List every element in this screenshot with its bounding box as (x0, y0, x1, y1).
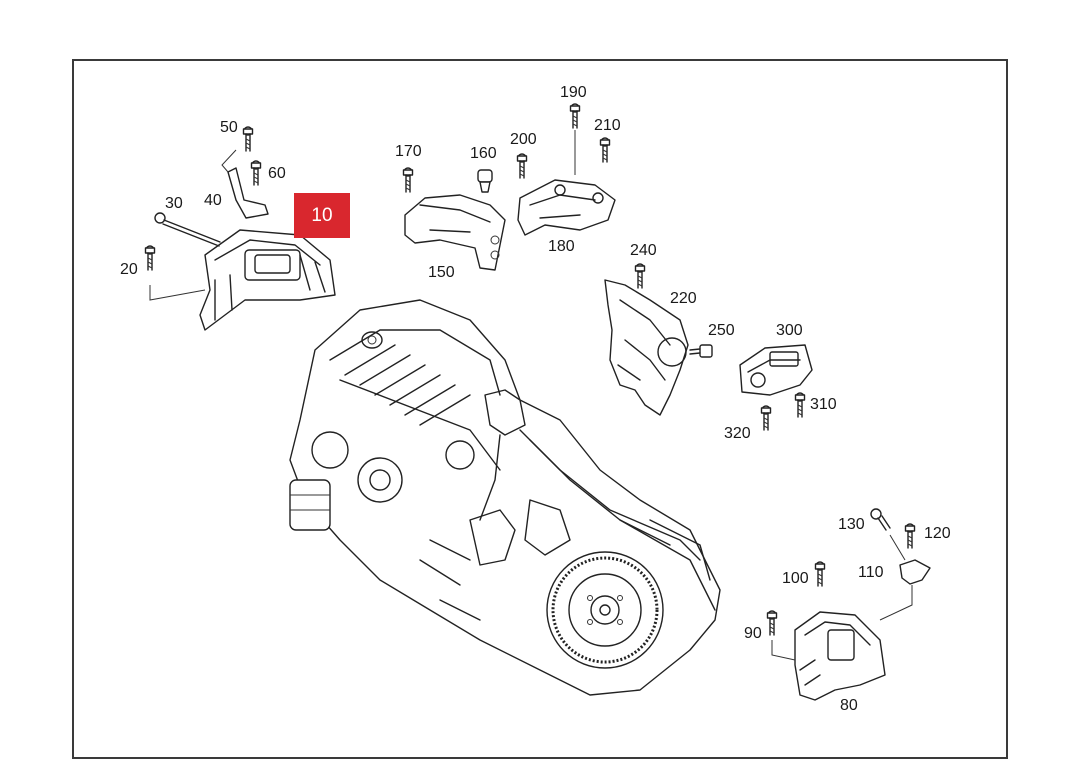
part-label-160: 160 (470, 145, 497, 162)
part-label-180: 180 (548, 238, 575, 255)
bolt-icon (634, 263, 646, 289)
part-label-100: 100 (782, 570, 809, 587)
bolt-icon (144, 245, 156, 271)
highlight-label: 10 (311, 205, 332, 226)
bolt-icon (760, 405, 772, 431)
engine-block-icon (289, 299, 721, 696)
part-label-60: 60 (268, 165, 286, 182)
bolt-icon (516, 153, 528, 179)
bolt-icon (766, 610, 778, 636)
bolt-icon (569, 103, 581, 129)
part-label-110: 110 (858, 564, 884, 581)
bracket-icon (517, 179, 616, 236)
part-label-220: 220 (670, 290, 697, 307)
engine-mount-icon (739, 344, 813, 396)
part-label-240: 240 (630, 242, 657, 259)
bracket-icon (604, 279, 689, 416)
bolt-icon (904, 523, 916, 549)
part-label-300: 300 (776, 322, 803, 339)
part-label-170: 170 (395, 143, 422, 160)
part-label-150: 150 (428, 264, 455, 281)
engine-mount-icon (199, 167, 336, 331)
part-label-320: 320 (724, 425, 751, 442)
engine-mount-icon (794, 559, 931, 701)
part-label-20: 20 (120, 261, 138, 278)
part-label-130: 130 (838, 516, 865, 533)
bolt-icon (154, 212, 221, 247)
part-label-200: 200 (510, 131, 537, 148)
bolt-icon (794, 392, 806, 418)
bolt-icon (242, 126, 254, 152)
bolt-icon (477, 169, 493, 193)
highlight-callout (294, 193, 350, 238)
part-label-120: 120 (924, 525, 951, 542)
bracket-icon (404, 194, 506, 271)
bolt-icon (599, 137, 611, 163)
bolt-icon (814, 561, 826, 587)
bolt-icon (402, 167, 414, 193)
bolt-icon (250, 160, 262, 186)
part-label-250: 250 (708, 322, 735, 339)
part-label-190: 190 (560, 84, 587, 101)
bolt-icon (689, 344, 713, 358)
part-label-210: 210 (594, 117, 621, 134)
part-label-30: 30 (165, 195, 183, 212)
part-label-50: 50 (220, 119, 238, 136)
part-label-80: 80 (840, 697, 858, 714)
part-label-90: 90 (744, 625, 762, 642)
bolt-icon (870, 508, 891, 531)
part-label-310: 310 (810, 396, 837, 413)
part-label-40: 40 (204, 192, 222, 209)
flywheel-icon (546, 551, 664, 669)
